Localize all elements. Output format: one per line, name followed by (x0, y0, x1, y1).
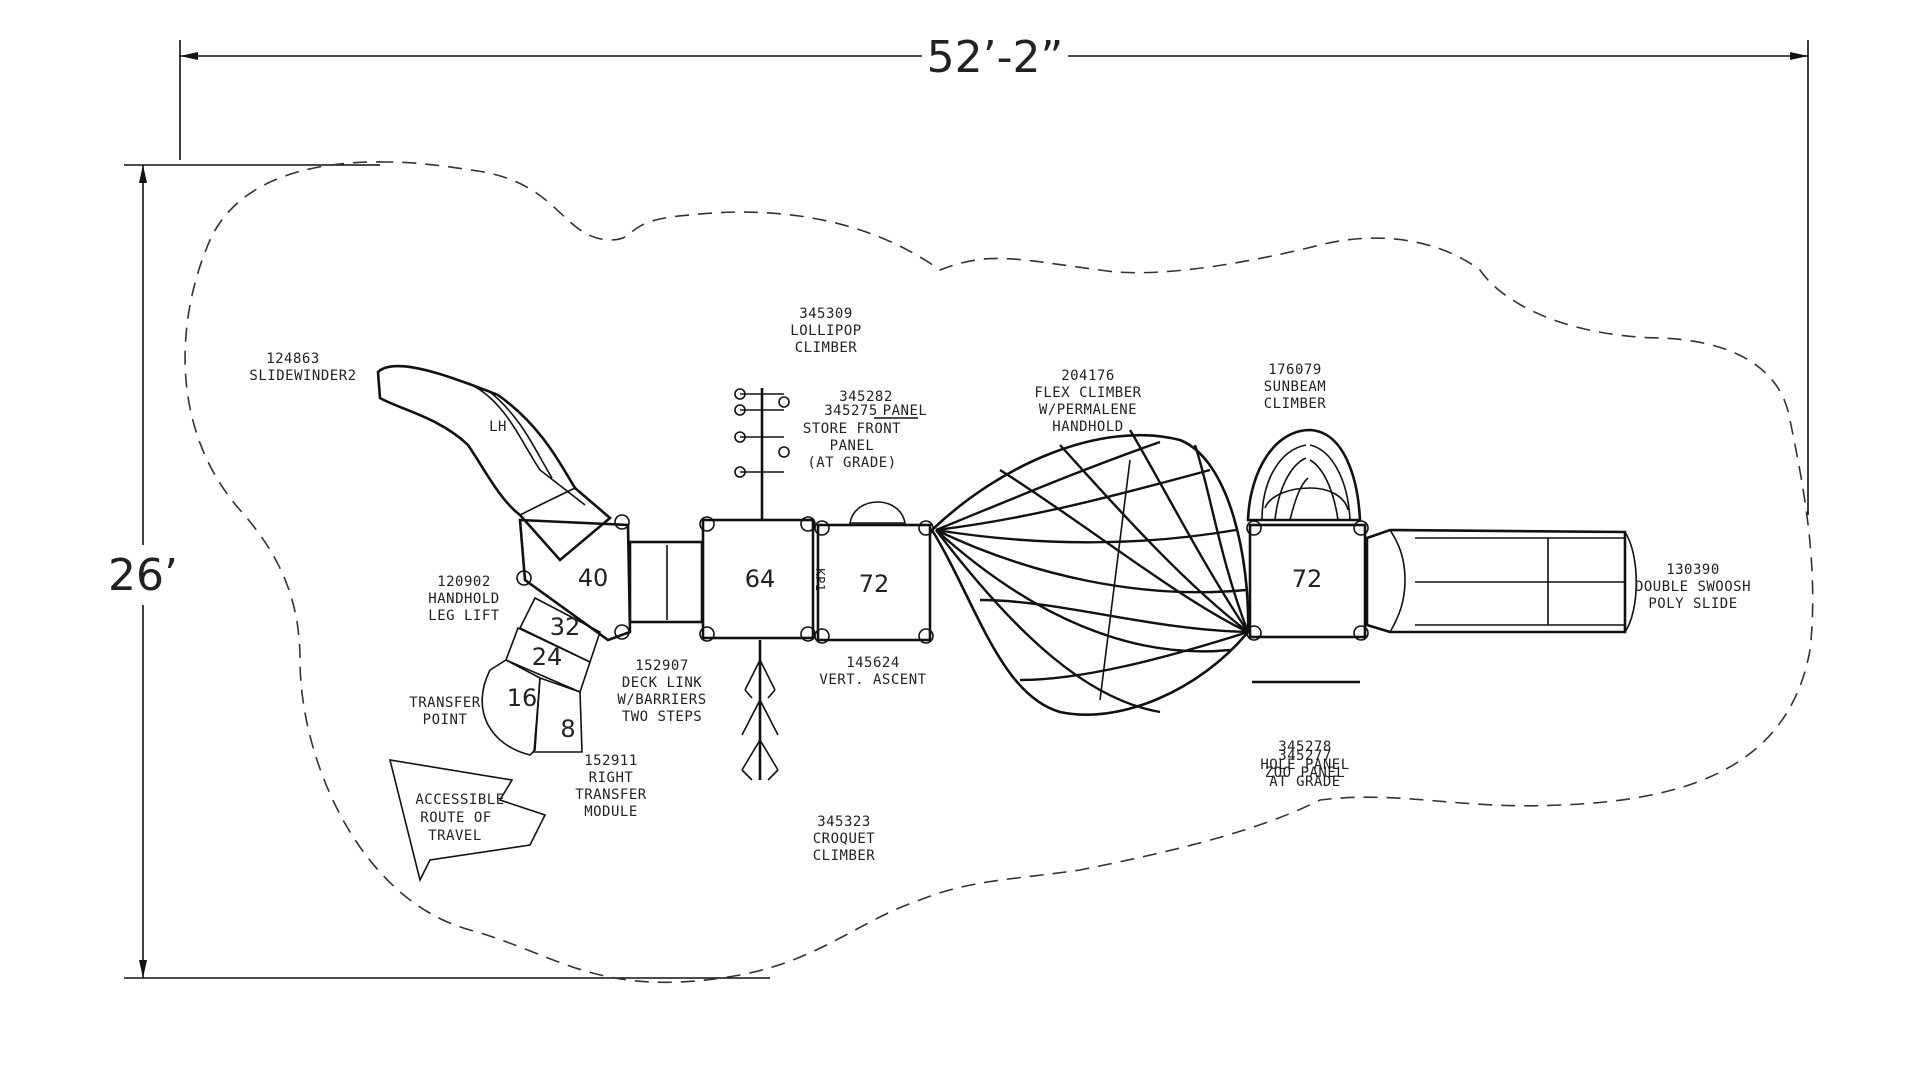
svg-text:CLIMBER: CLIMBER (795, 340, 858, 356)
svg-text:345278: 345278 (1278, 739, 1332, 755)
deck-64: 64 KP1 (699, 516, 827, 642)
transfer-steps: 32 24 16 8 (481, 596, 601, 756)
svg-text:HANDHOLD: HANDHOLD (1052, 419, 1123, 435)
svg-text:CROQUET: CROQUET (813, 831, 876, 847)
label-sunbeam-climber: 176079 SUNBEAM CLIMBER (1264, 362, 1327, 412)
sunbeam-climber (1246, 428, 1362, 522)
accessible-route-line3: TRAVEL (428, 828, 482, 844)
width-dimension: 52’-2” (179, 32, 1809, 515)
svg-text:TWO STEPS: TWO STEPS (622, 709, 702, 725)
slide-hand-label: LH (489, 419, 507, 435)
deck-32-label: 32 (550, 613, 581, 641)
deck-8-label: 8 (560, 715, 575, 743)
svg-text:DOUBLE SWOOSH: DOUBLE SWOOSH (1635, 579, 1751, 595)
svg-text:TRANSFER: TRANSFER (575, 787, 647, 803)
accessible-route-arrow: ACCESSIBLE ROUTE OF TRAVEL (388, 759, 547, 883)
deck-72-right: 72 (1246, 520, 1369, 684)
label-store-front-panel: 345282 345275 PANEL STORE FRONT PANEL (A… (803, 389, 927, 471)
svg-text:MODULE: MODULE (584, 804, 638, 820)
label-double-swoosh: 130390 DOUBLE SWOOSH POLY SLIDE (1635, 562, 1751, 612)
label-vert-ascent: 145624 VERT. ASCENT (819, 655, 926, 688)
svg-text:345277: 345277 (1278, 748, 1332, 764)
svg-text:345323: 345323 (817, 814, 871, 830)
height-dimension: 26’ (108, 164, 770, 979)
deck-72-left: 72 (814, 501, 934, 644)
width-dimension-label: 52’-2” (927, 32, 1064, 83)
label-handhold-leg-lift: 120902 HANDHOLD LEG LIFT (428, 574, 500, 624)
kp1-label: KP1 (813, 568, 827, 591)
svg-text:LOLLIPOP: LOLLIPOP (790, 323, 861, 339)
deck-16-label: 16 (507, 684, 538, 712)
svg-text:345275: 345275 (824, 403, 878, 419)
deck-40: 40 (516, 514, 632, 642)
svg-text:LEG LIFT: LEG LIFT (428, 608, 500, 624)
svg-text:CLIMBER: CLIMBER (813, 848, 876, 864)
svg-text:PANEL: PANEL (883, 403, 928, 419)
flex-climber (930, 429, 1250, 716)
svg-text:124863: 124863 (266, 351, 320, 367)
svg-text:TRANSFER: TRANSFER (409, 695, 481, 711)
double-swoosh-slide (1365, 528, 1637, 634)
label-deck-link: 152907 DECK LINK W/BARRIERS TWO STEPS (617, 658, 706, 725)
svg-text:HANDHOLD: HANDHOLD (428, 591, 499, 607)
label-croquet-climber: 345323 CROQUET CLIMBER (813, 814, 876, 864)
accessible-route-line2: ROUTE OF (420, 810, 491, 826)
svg-text:SLIDEWINDER2: SLIDEWINDER2 (249, 368, 356, 384)
svg-text:STORE FRONT: STORE FRONT (803, 421, 901, 437)
accessible-route-line1: ACCESSIBLE (415, 792, 504, 808)
svg-text:152907: 152907 (635, 658, 689, 674)
deck-40-label: 40 (578, 564, 609, 592)
label-transfer-point: TRANSFER POINT (409, 695, 481, 728)
svg-text:120902: 120902 (437, 574, 491, 590)
label-flex-climber: 204176 FLEX CLIMBER W/PERMALENE HANDHOLD (1034, 368, 1141, 435)
svg-text:POINT: POINT (423, 712, 468, 728)
label-slidewinder2: 124863 SLIDEWINDER2 (249, 351, 356, 384)
svg-text:POLY SLIDE: POLY SLIDE (1648, 596, 1737, 612)
deck-72-left-label: 72 (859, 570, 890, 598)
svg-text:204176: 204176 (1061, 368, 1115, 384)
svg-text:130390: 130390 (1666, 562, 1720, 578)
svg-text:HOLE PANEL: HOLE PANEL (1260, 757, 1349, 773)
svg-text:PANEL: PANEL (830, 438, 875, 454)
svg-text:152911: 152911 (584, 753, 638, 769)
deck-72-right-label: 72 (1292, 565, 1323, 593)
label-lollipop-climber: 345309 LOLLIPOP CLIMBER (790, 306, 861, 356)
svg-text:W/BARRIERS: W/BARRIERS (617, 692, 706, 708)
svg-text:345309: 345309 (799, 306, 853, 322)
svg-text:FLEX CLIMBER: FLEX CLIMBER (1034, 385, 1141, 401)
svg-text:ZOO PANEL: ZOO PANEL (1265, 765, 1345, 781)
svg-text:W/PERMALENE: W/PERMALENE (1039, 402, 1137, 418)
svg-text:SUNBEAM: SUNBEAM (1264, 379, 1327, 395)
use-zone-boundary (184, 161, 1814, 984)
deck-64-label: 64 (745, 565, 776, 593)
svg-text:(AT GRADE): (AT GRADE) (807, 455, 896, 471)
svg-text:CLIMBER: CLIMBER (1264, 396, 1327, 412)
label-right-transfer-module: 152911 RIGHT TRANSFER MODULE (575, 753, 647, 820)
svg-text:AT GRADE: AT GRADE (1269, 774, 1340, 790)
svg-text:345282: 345282 (839, 389, 893, 405)
croquet-climber (741, 640, 779, 781)
svg-text:DECK LINK: DECK LINK (622, 675, 702, 691)
lollipop-climber (734, 388, 790, 520)
label-hole-panel: 345278 345277 HOLE PANEL ZOO PANEL AT GR… (1260, 739, 1349, 790)
deck-link (628, 540, 704, 624)
deck-24-label: 24 (532, 643, 563, 671)
svg-text:RIGHT: RIGHT (589, 770, 634, 786)
svg-text:145624: 145624 (846, 655, 900, 671)
svg-text:176079: 176079 (1268, 362, 1322, 378)
svg-text:VERT. ASCENT: VERT. ASCENT (819, 672, 926, 688)
slidewinder2-slide: LH (376, 364, 613, 562)
height-dimension-label: 26’ (108, 550, 178, 601)
